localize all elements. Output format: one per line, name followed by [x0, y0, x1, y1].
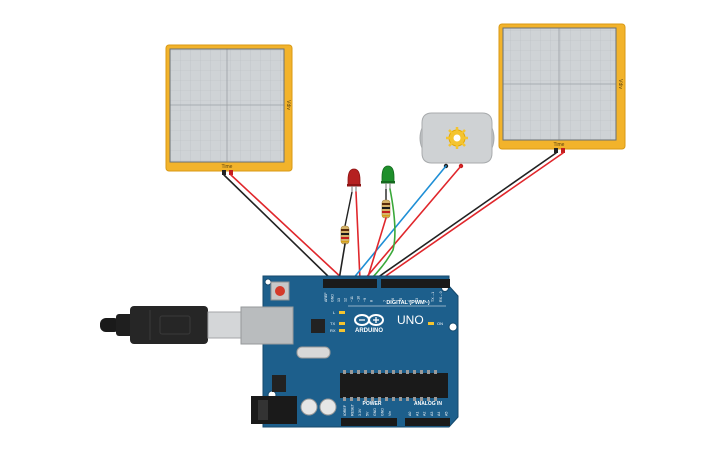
pin-label: 4	[407, 300, 411, 302]
scope-left-terminal-pos[interactable]	[229, 170, 233, 175]
pin-label: ~11	[350, 296, 354, 302]
pin-label: ~3	[415, 298, 419, 302]
model-label: UNO	[397, 313, 424, 327]
oscilloscope-left[interactable]: Vdiv Time	[165, 44, 293, 175]
pin-label: ~5	[399, 298, 403, 302]
scope-left-side-label: Vdiv	[285, 100, 291, 110]
analog-header[interactable]	[405, 418, 450, 426]
oscilloscope-right[interactable]: Vdiv Time	[498, 23, 626, 153]
led-red[interactable]	[347, 168, 361, 192]
power-jack[interactable]	[251, 396, 297, 424]
brand-label: ARDUINO	[355, 328, 383, 334]
pin-label: A4	[437, 412, 441, 416]
pin-label: A2	[423, 412, 427, 416]
on-label: ON	[437, 321, 443, 326]
wire-scope-left-signal[interactable]	[230, 174, 345, 281]
digital-header[interactable]	[323, 279, 450, 288]
scope-right-bottom-label: Time	[554, 142, 565, 148]
pin-label: A0	[408, 412, 412, 416]
reset-button[interactable]	[270, 281, 290, 301]
pin-label: A5	[445, 412, 449, 416]
wire-led-red-pin[interactable]	[355, 191, 361, 281]
pin-label: IOREF	[343, 404, 347, 416]
scope-right-side-label: Vdiv	[617, 79, 623, 89]
pin-label: 8	[370, 300, 374, 302]
pin-label: RESET	[351, 403, 355, 416]
pin-label: ~10	[357, 296, 361, 302]
pin-label: GND	[373, 408, 377, 416]
pin-label: 13	[337, 298, 341, 302]
pin-label: GND	[331, 294, 335, 302]
pin-label: TX→1	[431, 292, 435, 302]
wire-resistor1-gnd[interactable]	[338, 243, 346, 281]
scope-left-terminal-neg[interactable]	[222, 170, 226, 175]
pin-label: GND	[381, 408, 385, 416]
power-header[interactable]	[341, 418, 397, 426]
l-label: L	[333, 310, 336, 315]
crystal	[296, 346, 331, 359]
wire-scope-right-signal[interactable]	[379, 152, 564, 281]
wire-motor-blue[interactable]	[351, 165, 447, 281]
scope-right-terminal-pos[interactable]	[561, 148, 565, 153]
rx-label: RX	[330, 328, 336, 333]
analog-label: ANALOG IN	[414, 401, 442, 407]
resistor-2[interactable]	[381, 189, 391, 219]
pin-label: 3.3V	[358, 408, 362, 416]
status-leds	[339, 311, 434, 332]
led-green[interactable]	[381, 165, 395, 189]
power-label: POWER	[363, 401, 382, 407]
capacitor-2	[319, 398, 337, 416]
scope-left-bottom-label: Time	[222, 164, 233, 170]
pin-label: ~9	[363, 298, 367, 302]
arduino-logo-icon	[354, 314, 384, 326]
pin-label: ~6	[391, 298, 395, 302]
pin-label: 5V	[366, 411, 370, 416]
scope-right-terminal-neg[interactable]	[554, 148, 558, 153]
pin-label: 2	[423, 300, 427, 302]
pin-label: Vin	[388, 411, 392, 416]
dc-motor[interactable]	[419, 112, 495, 169]
pin-label: A1	[415, 412, 419, 416]
wire-led-green-pin[interactable]	[369, 188, 396, 281]
wire-scope-right-gnd[interactable]	[373, 152, 557, 281]
pin-label: RX←0	[439, 291, 443, 302]
pin-label: AREF	[324, 292, 328, 302]
wire-motor-red[interactable]	[363, 165, 462, 281]
wire-scope-left-gnd[interactable]	[223, 174, 333, 281]
wires	[223, 152, 564, 281]
wire-resistor2-pin[interactable]	[366, 217, 387, 281]
resistor-1[interactable]	[340, 191, 353, 245]
pin-label: 7	[383, 300, 387, 302]
atmega-chip	[340, 370, 448, 401]
tx-label: TX	[330, 321, 335, 326]
motor-shaft-icon	[446, 127, 468, 149]
pin-label: 12	[344, 298, 348, 302]
capacitor-1	[300, 398, 318, 416]
digital-label: DIGITAL (PWM~)	[386, 300, 430, 306]
pin-label: A3	[430, 412, 434, 416]
